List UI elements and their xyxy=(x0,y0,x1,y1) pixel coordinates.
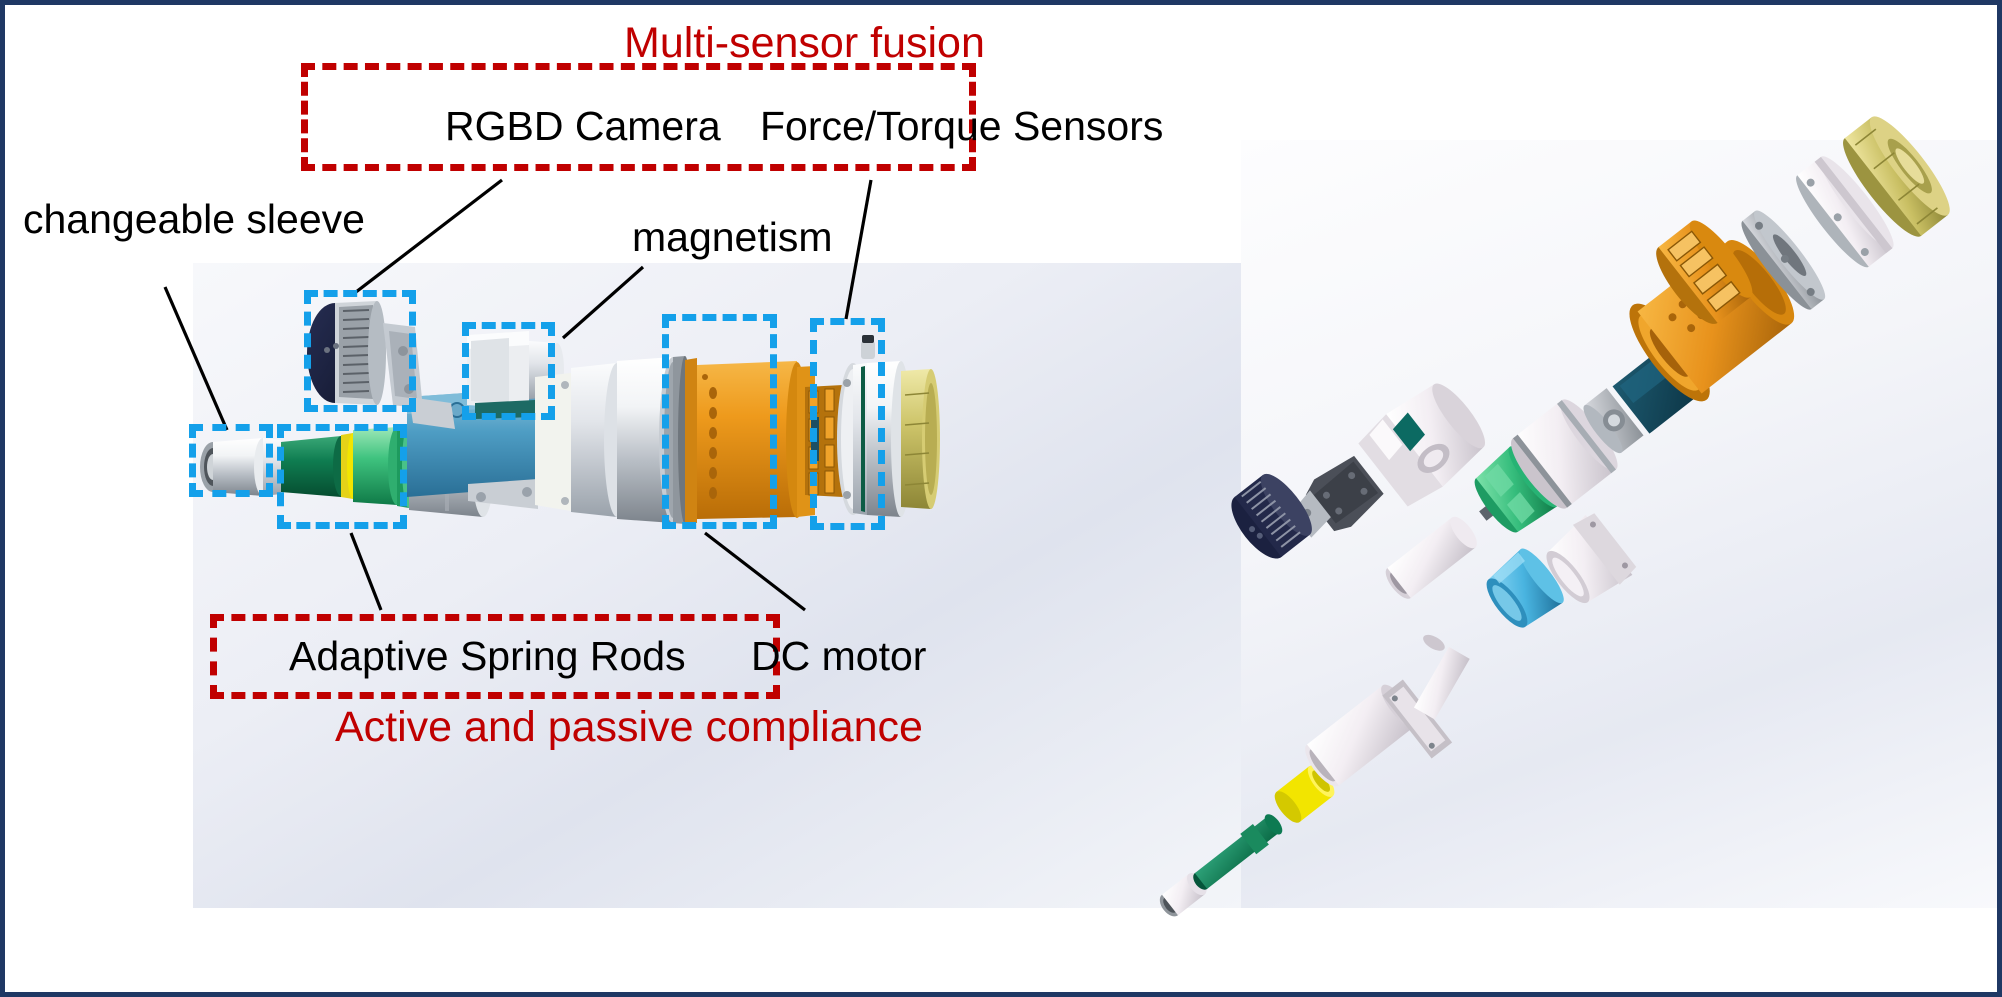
exploded-part-white-clamp-shell xyxy=(1546,513,1637,604)
exploded-part-cyan-clamp xyxy=(1486,548,1564,628)
leader-rgbd-camera xyxy=(355,178,503,294)
label-multi-sensor-fusion: Multi-sensor fusion xyxy=(624,19,985,67)
exploded-part-dark-link-plate xyxy=(1291,455,1384,538)
exploded-part-camera-head-disc xyxy=(1231,473,1312,559)
leader-spring-rods xyxy=(349,532,383,611)
label-adaptive-spring-rods: Adaptive Spring Rods xyxy=(289,633,686,679)
exploded-part-white-motor-barrel xyxy=(1511,399,1618,509)
part-gold-force-torque-sensor xyxy=(901,369,940,509)
exploded-view-backdrop xyxy=(1241,140,1997,908)
exploded-part-white-housing-block xyxy=(1358,383,1486,507)
leader-magnetism xyxy=(561,265,645,340)
part-grey-gearbox-housing xyxy=(535,356,692,524)
exploded-part-grey-bearing-plate xyxy=(1741,210,1826,310)
label-force-torque-sensors: Force/Torque Sensors xyxy=(760,103,1164,149)
exploded-part-mounting-plate xyxy=(1382,634,1470,759)
component-box-spring-rods xyxy=(277,424,407,529)
exploded-part-grey-coupler xyxy=(1583,388,1644,454)
group-box-multisensor xyxy=(301,63,976,171)
exploded-part-green-spring-rod xyxy=(1193,814,1283,890)
component-box-dc-motor xyxy=(662,314,777,529)
part-silver-flange-plate xyxy=(837,335,911,517)
exploded-part-gold-sensor-ring xyxy=(1843,116,1950,237)
leader-force-torque xyxy=(844,179,873,320)
exploded-part-orange-planetary-cage xyxy=(1656,220,1753,324)
assembled-view xyxy=(200,301,940,524)
group-box-compliance xyxy=(210,614,780,699)
component-box-rgbd-camera xyxy=(304,290,416,412)
leader-sleeve xyxy=(163,286,229,431)
leader-dc-motor xyxy=(704,531,806,612)
exploded-part-white-roller-pin xyxy=(1385,516,1477,599)
callout-leader-lines xyxy=(163,178,873,612)
exploded-part-silver-cover-disc xyxy=(1796,156,1894,268)
label-dc-motor: DC motor xyxy=(751,633,927,679)
label-active-passive-compliance: Active and passive compliance xyxy=(335,703,923,751)
component-box-changeable-sleeve xyxy=(189,424,273,497)
component-box-force-torque xyxy=(810,318,885,530)
exploded-part-yellow-collar xyxy=(1274,765,1335,823)
label-changeable-sleeve: changeable sleeve xyxy=(23,196,365,242)
label-rgbd-camera: RGBD Camera xyxy=(445,103,721,149)
exploded-view xyxy=(1159,116,1950,917)
label-magnetism: magnetism xyxy=(632,214,833,260)
component-box-magnetism xyxy=(462,322,555,420)
